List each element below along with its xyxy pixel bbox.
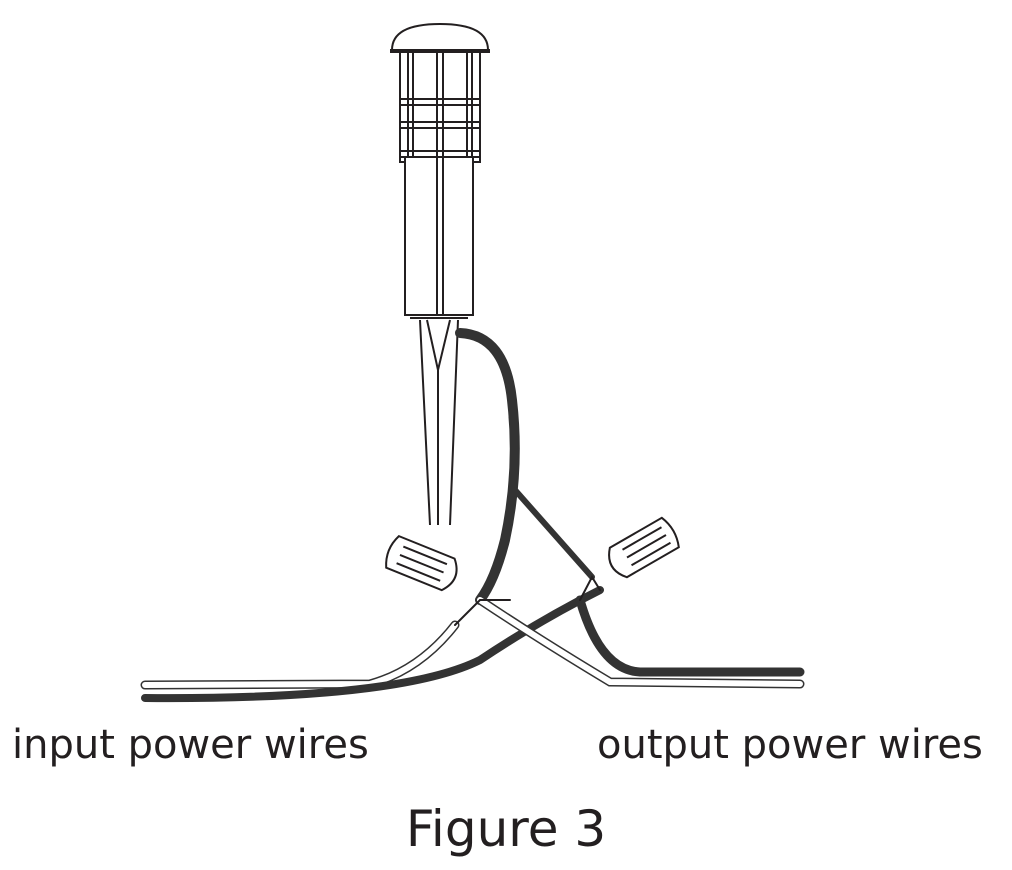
wire-nut-left xyxy=(385,534,458,592)
ground-stake xyxy=(419,319,459,526)
wires xyxy=(140,328,805,703)
path-light-fixture xyxy=(390,22,490,319)
output-power-wires-label: output power wires xyxy=(597,722,983,768)
wire-nut-right xyxy=(608,516,680,579)
input-power-wires-label: input power wires xyxy=(12,722,369,768)
figure-caption: Figure 3 xyxy=(405,800,607,858)
